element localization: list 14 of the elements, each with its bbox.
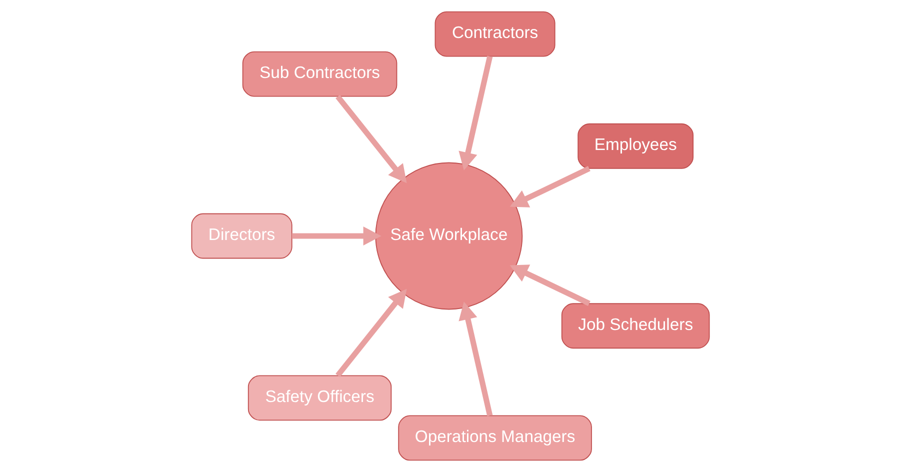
arrow xyxy=(509,166,590,208)
arrow xyxy=(335,94,406,184)
arrow xyxy=(509,264,590,306)
node-box: Operations Managers xyxy=(398,415,592,461)
node-box: Directors xyxy=(190,213,292,259)
node-box: Safety Officers xyxy=(247,375,392,421)
arrow xyxy=(291,226,381,246)
arrow xyxy=(458,302,492,416)
node-box: Employees xyxy=(577,123,694,169)
node-box: Contractors xyxy=(434,11,555,57)
node-box: Job Schedulers xyxy=(560,303,710,349)
node-box: Sub Contractors xyxy=(242,51,397,97)
arrow xyxy=(458,56,492,170)
arrow xyxy=(335,288,406,378)
